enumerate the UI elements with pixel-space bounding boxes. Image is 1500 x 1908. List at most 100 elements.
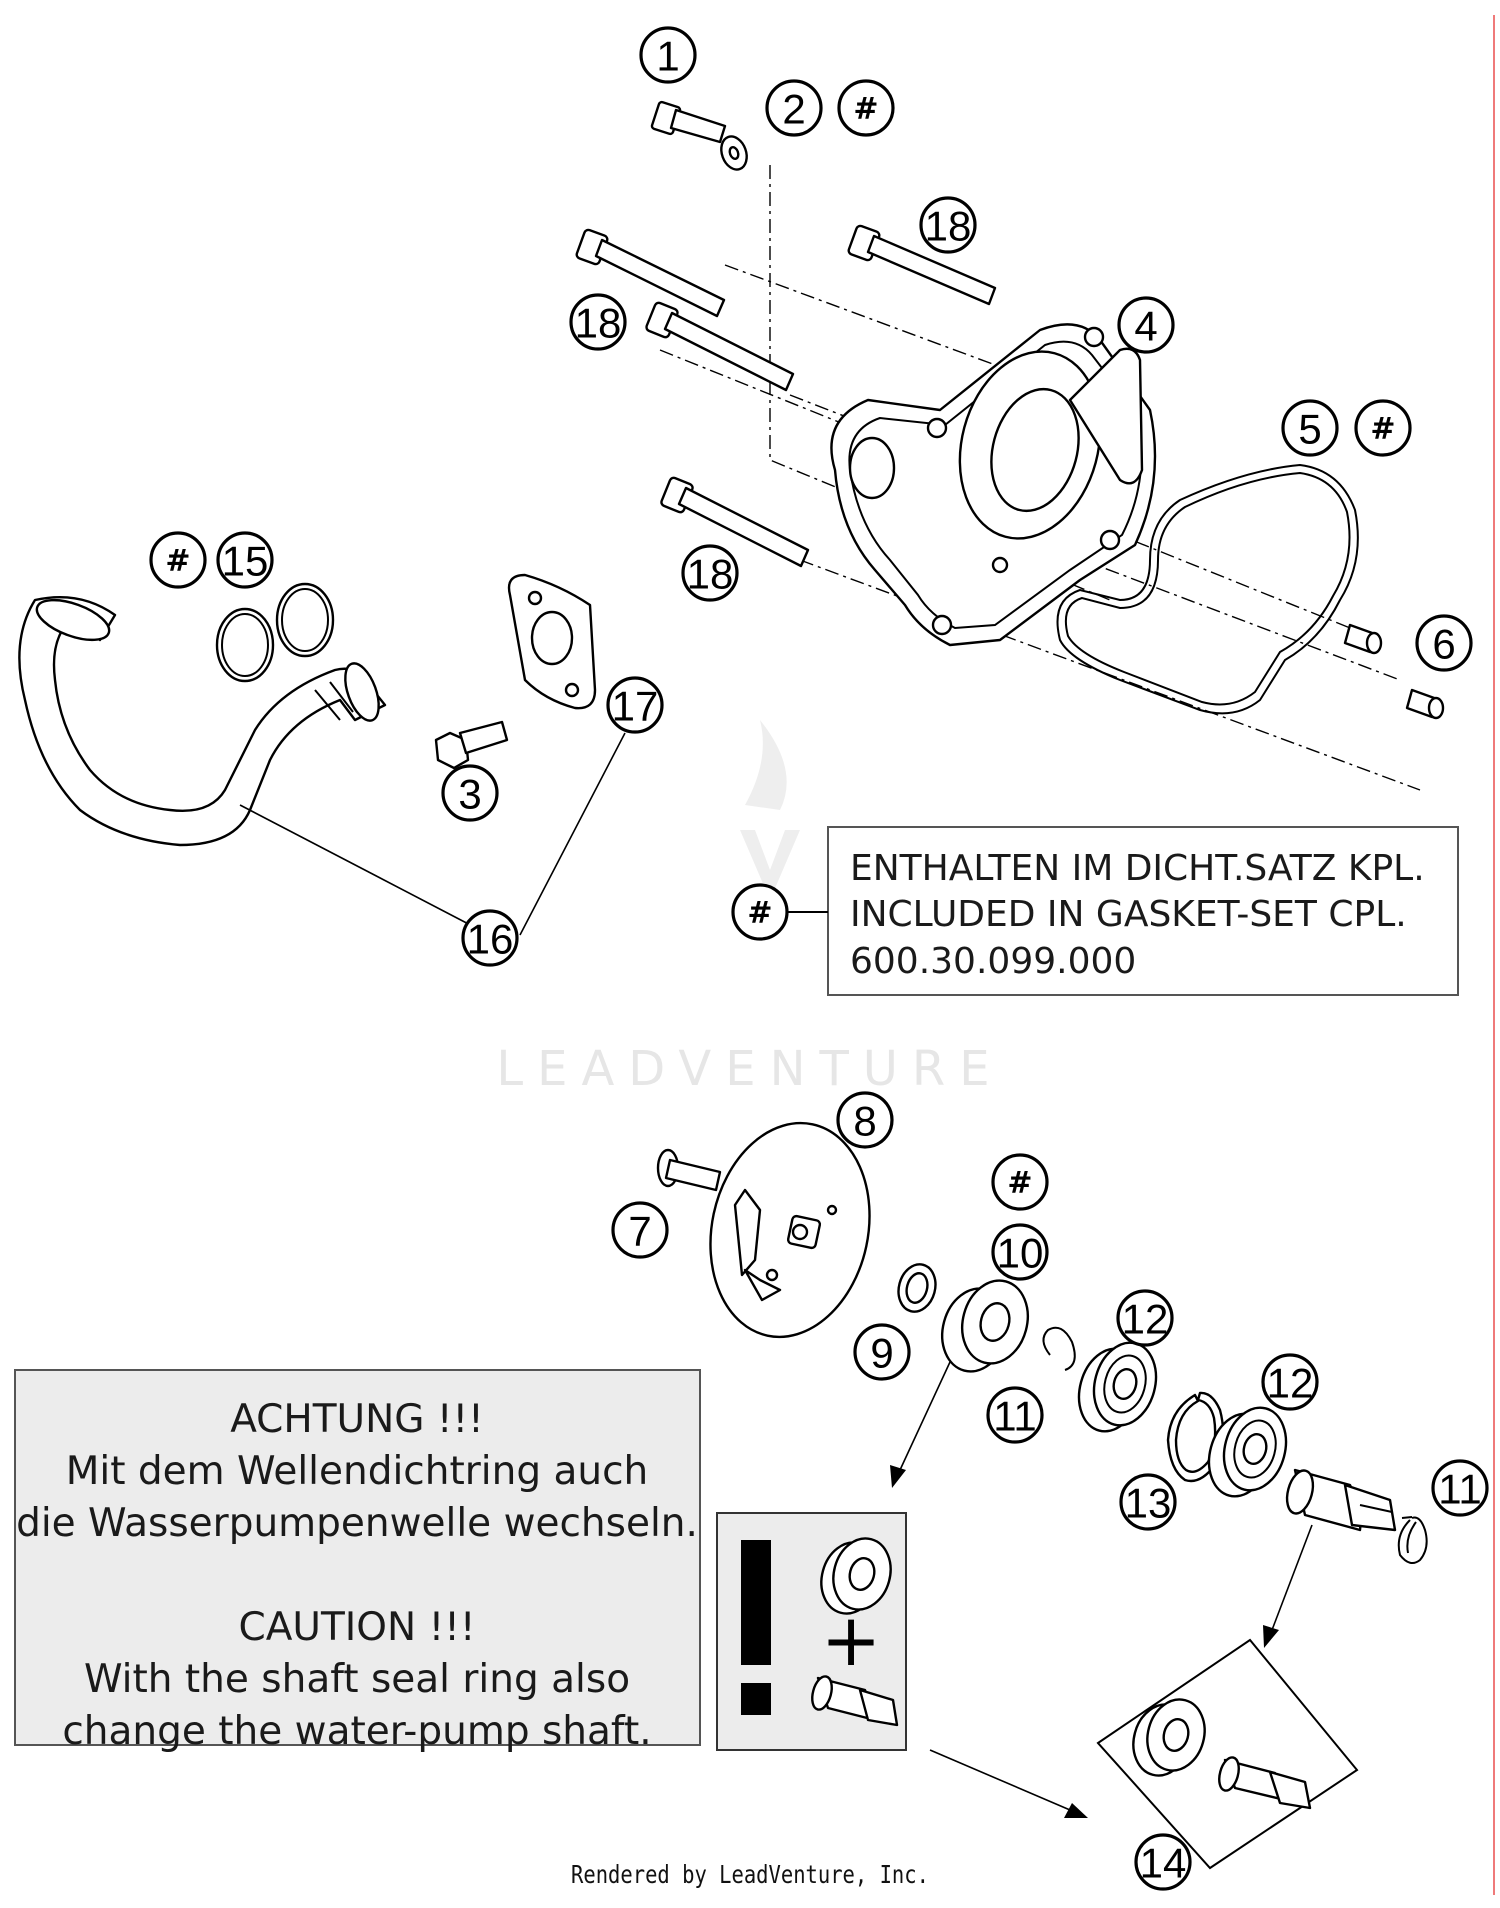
o-ring-part-5 xyxy=(1056,463,1359,715)
washer-part-2 xyxy=(720,135,748,171)
callout-hash-15-label: # xyxy=(165,544,190,579)
callout-12-a: 12 xyxy=(1116,1289,1174,1347)
callout-1-label: 1 xyxy=(656,33,679,80)
caution-english-line-2: change the water-pump shaft. xyxy=(62,1709,651,1754)
bolt-part-18-lower xyxy=(660,476,810,568)
page-edge-line xyxy=(1493,15,1495,1895)
water-pump-shaft xyxy=(1285,1468,1397,1532)
exclamation-dot xyxy=(741,1683,771,1715)
bearing-part-12-left xyxy=(1077,1341,1158,1433)
callout-16-label: 16 xyxy=(467,916,514,963)
gasket-set-note: # ENTHALTEN IM DICHT.SATZ KPL. INCLUDED … xyxy=(731,826,1459,996)
bolt-part-18-upper-left xyxy=(575,228,726,318)
leadventure-watermark: LEADVENTURE xyxy=(496,720,1003,1097)
callout-18-a: 18 xyxy=(919,196,977,254)
caution-english-title: CAUTION !!! xyxy=(239,1605,476,1650)
callout-2-label: 2 xyxy=(782,86,805,133)
callout-1: 1 xyxy=(639,26,697,84)
callout-4: 4 xyxy=(1117,296,1175,354)
callout-hash-2-label: # xyxy=(853,92,878,127)
callout-18-b-label: 18 xyxy=(575,300,622,347)
dowel-pin-part-6 xyxy=(1343,623,1445,720)
footer-credit: Rendered by LeadVenture, Inc. xyxy=(571,1860,929,1889)
callout-3: 3 xyxy=(441,764,499,822)
callout-leaders-top xyxy=(239,732,626,936)
callout-8: 8 xyxy=(836,1091,894,1149)
callout-17-label: 17 xyxy=(612,683,659,730)
callout-15-label: 15 xyxy=(222,538,269,585)
callout-hash-15: # xyxy=(149,531,207,589)
callout-11-a-label: 11 xyxy=(993,1393,1037,1440)
bolt-part-3 xyxy=(434,720,509,770)
bearing-part-12-right xyxy=(1207,1406,1288,1498)
gasket-note-part-number: 600.30.099.000 xyxy=(850,941,1136,982)
callout-13: 13 xyxy=(1119,1473,1177,1531)
callout-12-a-label: 12 xyxy=(1122,1296,1169,1343)
flange-gasket-part-17 xyxy=(507,573,597,710)
warning-box: + xyxy=(716,1512,907,1751)
circlip-part-13 xyxy=(1166,1391,1225,1483)
callout-6-label: 6 xyxy=(1432,621,1455,668)
callout-11-a: 11 xyxy=(986,1386,1044,1444)
kit-frame xyxy=(1096,1638,1359,1870)
exclamation-bar xyxy=(741,1540,771,1665)
callout-4-label: 4 xyxy=(1134,303,1157,350)
callout-hash-5: # xyxy=(1354,399,1412,457)
callout-12-b: 12 xyxy=(1261,1353,1319,1411)
caution-note: ACHTUNG !!! Mit dem Wellendichtring auch… xyxy=(14,1369,701,1754)
callout-11-b: 11 xyxy=(1431,1459,1489,1517)
callout-14: 14 xyxy=(1134,1833,1192,1891)
callout-7: 7 xyxy=(611,1201,669,1259)
caution-german-title: ACHTUNG !!! xyxy=(230,1397,484,1442)
gasket-note-hash-symbol: # xyxy=(747,896,772,931)
callout-10: 10 xyxy=(991,1223,1049,1281)
reference-arrows xyxy=(890,1361,1313,1831)
callout-18-b: 18 xyxy=(569,293,627,351)
gasket-note-german: ENTHALTEN IM DICHT.SATZ KPL. xyxy=(850,848,1425,889)
circlip-part-11-left xyxy=(1042,1326,1076,1371)
callout-14-label: 14 xyxy=(1140,1840,1187,1887)
callout-18-c-label: 18 xyxy=(687,551,734,598)
circlip-part-11-right xyxy=(1397,1516,1428,1565)
o-ring-part-15 xyxy=(215,582,335,683)
bolt-part-18-middle xyxy=(645,301,795,392)
caution-german-line-2: die Wasserpumpenwelle wechseln. xyxy=(16,1501,698,1546)
shaft-seal-ring-part-10 xyxy=(941,1279,1029,1373)
callout-hash-10: # xyxy=(991,1153,1049,1211)
callout-hash-5-label: # xyxy=(1370,412,1395,447)
caution-german-line-1: Mit dem Wellendichtring auch xyxy=(66,1449,649,1494)
water-pump-cover-part-4 xyxy=(830,323,1157,647)
callout-8-label: 8 xyxy=(853,1098,876,1145)
callout-2: 2 xyxy=(765,79,823,137)
gasket-note-english: INCLUDED IN GASKET-SET CPL. xyxy=(850,894,1407,935)
callout-7-label: 7 xyxy=(628,1208,651,1255)
callout-18-a-label: 18 xyxy=(925,203,972,250)
callout-18-c: 18 xyxy=(681,544,739,602)
callout-16: 16 xyxy=(461,909,519,967)
callout-6: 6 xyxy=(1415,614,1473,672)
callout-15: 15 xyxy=(216,531,274,589)
callout-hash-10-label: # xyxy=(1007,1166,1032,1201)
callout-9-label: 9 xyxy=(870,1330,893,1377)
callout-5: 5 xyxy=(1281,399,1339,457)
callout-hash-2: # xyxy=(837,79,895,137)
callout-17: 17 xyxy=(606,676,664,734)
watermark-text: LEADVENTURE xyxy=(496,1041,1003,1097)
bolt-part-18-upper-right xyxy=(847,224,997,306)
callout-10-label: 10 xyxy=(997,1230,1044,1277)
gasket-note-box xyxy=(827,826,1459,996)
callout-11-b-label: 11 xyxy=(1438,1466,1482,1513)
callout-3-label: 3 xyxy=(458,771,481,818)
callout-12-b-label: 12 xyxy=(1267,1360,1314,1407)
impeller-part-8 xyxy=(709,1121,871,1339)
shim-washer-part-9 xyxy=(897,1263,937,1313)
coolant-pipe-part-16 xyxy=(18,595,387,847)
caution-note-box xyxy=(14,1369,701,1746)
caution-english-line-1: With the shaft seal ring also xyxy=(84,1657,630,1702)
repair-kit-part-14 xyxy=(1096,1638,1359,1870)
callout-5-label: 5 xyxy=(1298,406,1321,453)
gasket-note-hash-circle xyxy=(731,883,789,941)
callout-9: 9 xyxy=(853,1323,911,1381)
bolt-part-1 xyxy=(650,100,727,144)
